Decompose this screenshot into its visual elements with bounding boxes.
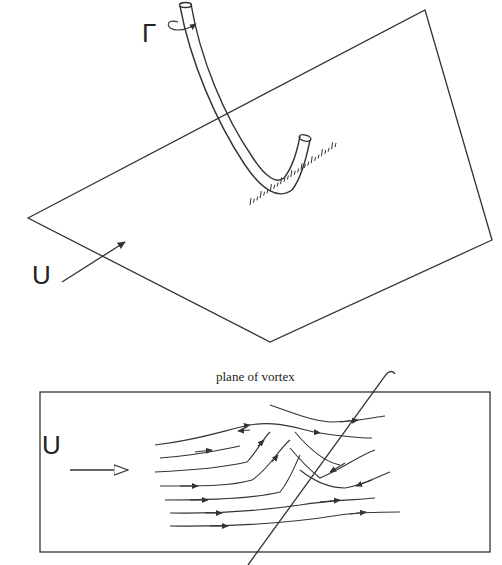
flow-arrow (62, 242, 125, 282)
plane-label: plane of vortex (216, 370, 295, 383)
hatch-stroke (264, 192, 265, 196)
hatch-stroke (253, 199, 254, 203)
plan-view-frame (40, 392, 490, 552)
vortex-tube (180, 3, 312, 194)
hatch-stroke (270, 184, 271, 191)
surface-hatching (250, 142, 336, 205)
flat-plate (28, 10, 492, 342)
hatch-stroke (304, 164, 305, 168)
vortex-plane-line (248, 372, 395, 565)
hatch-stroke (281, 177, 282, 184)
hatch-stroke (328, 148, 329, 152)
circulation-symbol: Γ (142, 20, 156, 46)
hatch-stroke (318, 155, 319, 159)
hatch-stroke (308, 162, 309, 166)
hatch-stroke (287, 175, 288, 179)
hatch-stroke (291, 170, 292, 177)
hatch-stroke (274, 185, 275, 189)
hatch-stroke (257, 196, 258, 200)
hatch-stroke (277, 182, 278, 186)
hatch-stroke (335, 143, 336, 147)
circulation-arrow (168, 21, 196, 30)
streamlines (155, 405, 400, 526)
flow-velocity-label: U (42, 432, 61, 458)
hatch-stroke (260, 191, 261, 198)
hatch-stroke (284, 178, 285, 182)
flow-velocity-label: U (32, 262, 51, 288)
hatch-stroke (301, 163, 302, 170)
hatch-stroke (321, 149, 322, 156)
hatch-stroke (315, 157, 316, 161)
hatch-stroke (311, 156, 312, 163)
hatch-stroke (267, 189, 268, 193)
hatch-stroke (294, 171, 295, 175)
hatch-stroke (325, 150, 326, 154)
flow-arrow (70, 469, 128, 470)
hatch-stroke (332, 142, 333, 149)
hatch-stroke (298, 169, 299, 173)
hatch-stroke (250, 198, 251, 205)
